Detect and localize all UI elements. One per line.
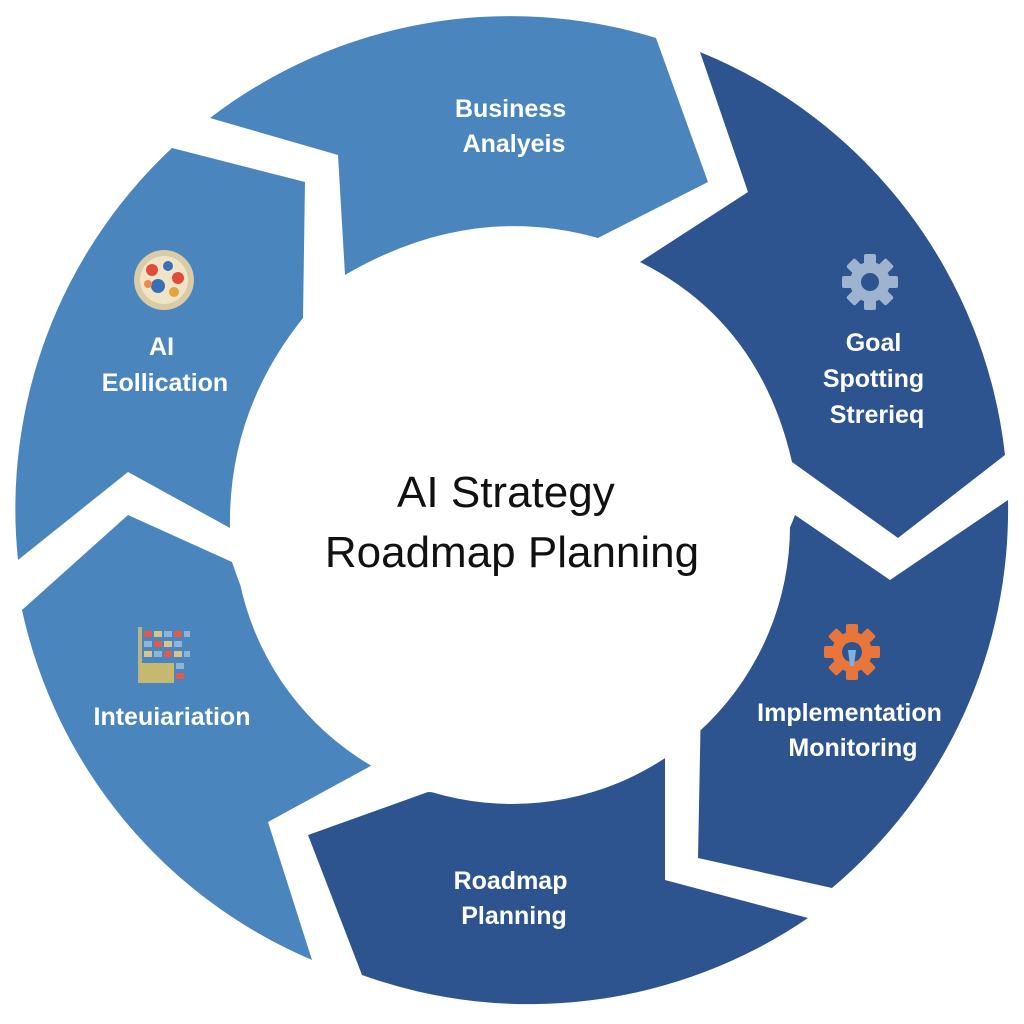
center-title-line: AI Strategy [397, 468, 615, 517]
data-grid-icon [138, 627, 190, 683]
orange-gear-icon [824, 624, 880, 680]
label-roadmap-planning: Roadmap Planning [454, 867, 575, 930]
gear-icon [842, 254, 898, 310]
label-line: Planning [461, 902, 567, 930]
center-circle [234, 248, 790, 804]
label-business-analysis: Business Analyeis [455, 95, 573, 158]
segment-goal-spotting [640, 52, 1005, 538]
label-line: Inteuiariation [94, 703, 251, 731]
label-ai-collection: AI Eollication [102, 333, 228, 397]
label-line: Spotting [823, 365, 924, 393]
palette-icon [134, 250, 194, 310]
label-line: Monitoring [788, 734, 917, 762]
segment-roadmap-planning [308, 745, 808, 1005]
center-title: AI Strategy Roadmap Planning [325, 468, 699, 577]
label-line: Goal [846, 329, 902, 357]
label-line: Analyeis [463, 130, 566, 158]
center-title-line: Roadmap Planning [325, 528, 699, 577]
label-integration: Inteuiariation [94, 703, 251, 731]
segment-ai-collection [15, 148, 306, 560]
segment-integration [22, 515, 378, 960]
label-line: Roadmap [454, 867, 568, 895]
label-line: Eollication [102, 369, 228, 397]
label-goal-spotting: Goal Spotting Strerieq [823, 329, 931, 429]
segment-business-analysis [210, 16, 708, 276]
label-line: Business [455, 95, 566, 123]
label-implementation-monitoring: Implementation Monitoring [757, 699, 949, 762]
label-line: Implementation [757, 699, 942, 727]
label-line: Strerieq [830, 401, 924, 429]
label-line: AI [149, 333, 174, 361]
